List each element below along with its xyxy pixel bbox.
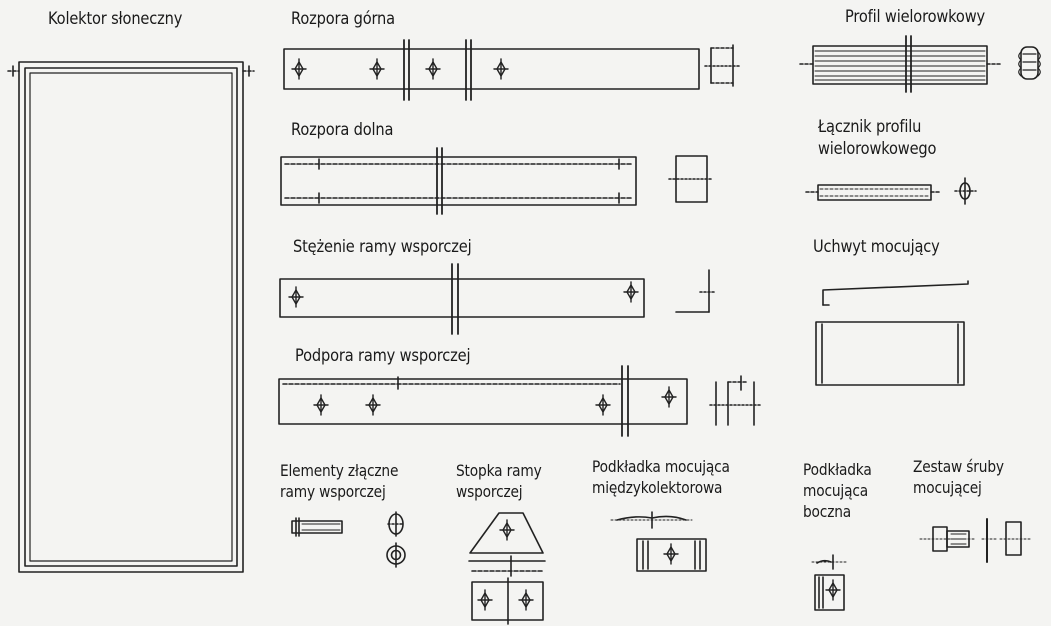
- label-inter-collector-washer-line1: Podkładka mocująca: [592, 457, 730, 476]
- bolt-hole-icon: [366, 395, 380, 415]
- label-profile-connector-line2: wielorowkowego: [818, 139, 937, 159]
- bolt-hole-icon: [519, 590, 533, 610]
- inter-collector-washer-drawing: [611, 512, 706, 571]
- side-washer-drawing: [812, 555, 847, 610]
- label-lower-strut: Rozpora dolna: [291, 120, 394, 140]
- label-mounting-bolt-set-line1: Zestaw śruby: [913, 457, 1004, 476]
- label-frame-fasteners-line1: Elementy złączne: [280, 461, 399, 480]
- label-inter-collector-washer-line2: międzykolektorowa: [592, 478, 723, 497]
- bolt-hole-icon: [289, 287, 303, 307]
- profile-connector-drawing: [806, 178, 976, 204]
- label-side-washer-line1: Podkładka: [803, 460, 872, 479]
- bolt-hole-icon: [314, 395, 328, 415]
- label-multigroove-profile: Profil wielorowkowy: [845, 7, 985, 27]
- label-side-washer-line3: boczna: [803, 502, 852, 521]
- bolt-hole-icon: [500, 520, 514, 540]
- bolt-hole-icon: [662, 387, 676, 407]
- frame-fasteners-drawing: [292, 512, 405, 567]
- hole-symbols: [289, 59, 840, 610]
- label-frame-fasteners-line2: ramy wsporczej: [280, 482, 386, 501]
- bolt-hole-icon: [426, 59, 440, 79]
- bolt-hole-icon: [624, 282, 638, 302]
- lower-strut-drawing: [281, 148, 713, 214]
- bolt-hole-icon: [370, 59, 384, 79]
- label-solar-collector: Kolektor słoneczny: [48, 9, 183, 29]
- label-frame-support: Podpora ramy wsporczej: [295, 346, 471, 366]
- bolt-hole-icon: [596, 395, 610, 415]
- multigroove-profile-drawing: [800, 36, 1040, 92]
- solar-collector-drawing: [8, 62, 254, 572]
- bolt-hole-icon: [292, 59, 306, 79]
- upper-strut-drawing: [284, 40, 740, 100]
- mounting-bolt-set-drawing: [920, 519, 1030, 562]
- bolt-hole-icon: [664, 544, 678, 564]
- frame-support-drawing: [279, 366, 760, 436]
- frame-foot-drawing: [469, 513, 545, 624]
- label-frame-brace: Stężenie ramy wsporczej: [293, 237, 472, 257]
- bolt-hole-icon: [478, 590, 492, 610]
- label-mounting-bracket: Uchwyt mocujący: [813, 237, 940, 257]
- label-upper-strut: Rozpora górna: [291, 9, 395, 29]
- frame-brace-drawing: [280, 264, 716, 334]
- bolt-hole-icon: [826, 580, 840, 600]
- label-mounting-bolt-set-line2: mocującej: [913, 478, 982, 497]
- label-side-washer-line2: mocująca: [803, 481, 868, 500]
- label-frame-foot-line1: Stopka ramy: [456, 461, 542, 480]
- bolt-hole-icon: [494, 59, 508, 79]
- label-profile-connector-line1: Łącznik profilu: [818, 117, 922, 137]
- label-frame-foot-line2: wsporczej: [456, 482, 523, 501]
- mounting-bracket-drawing: [816, 281, 968, 385]
